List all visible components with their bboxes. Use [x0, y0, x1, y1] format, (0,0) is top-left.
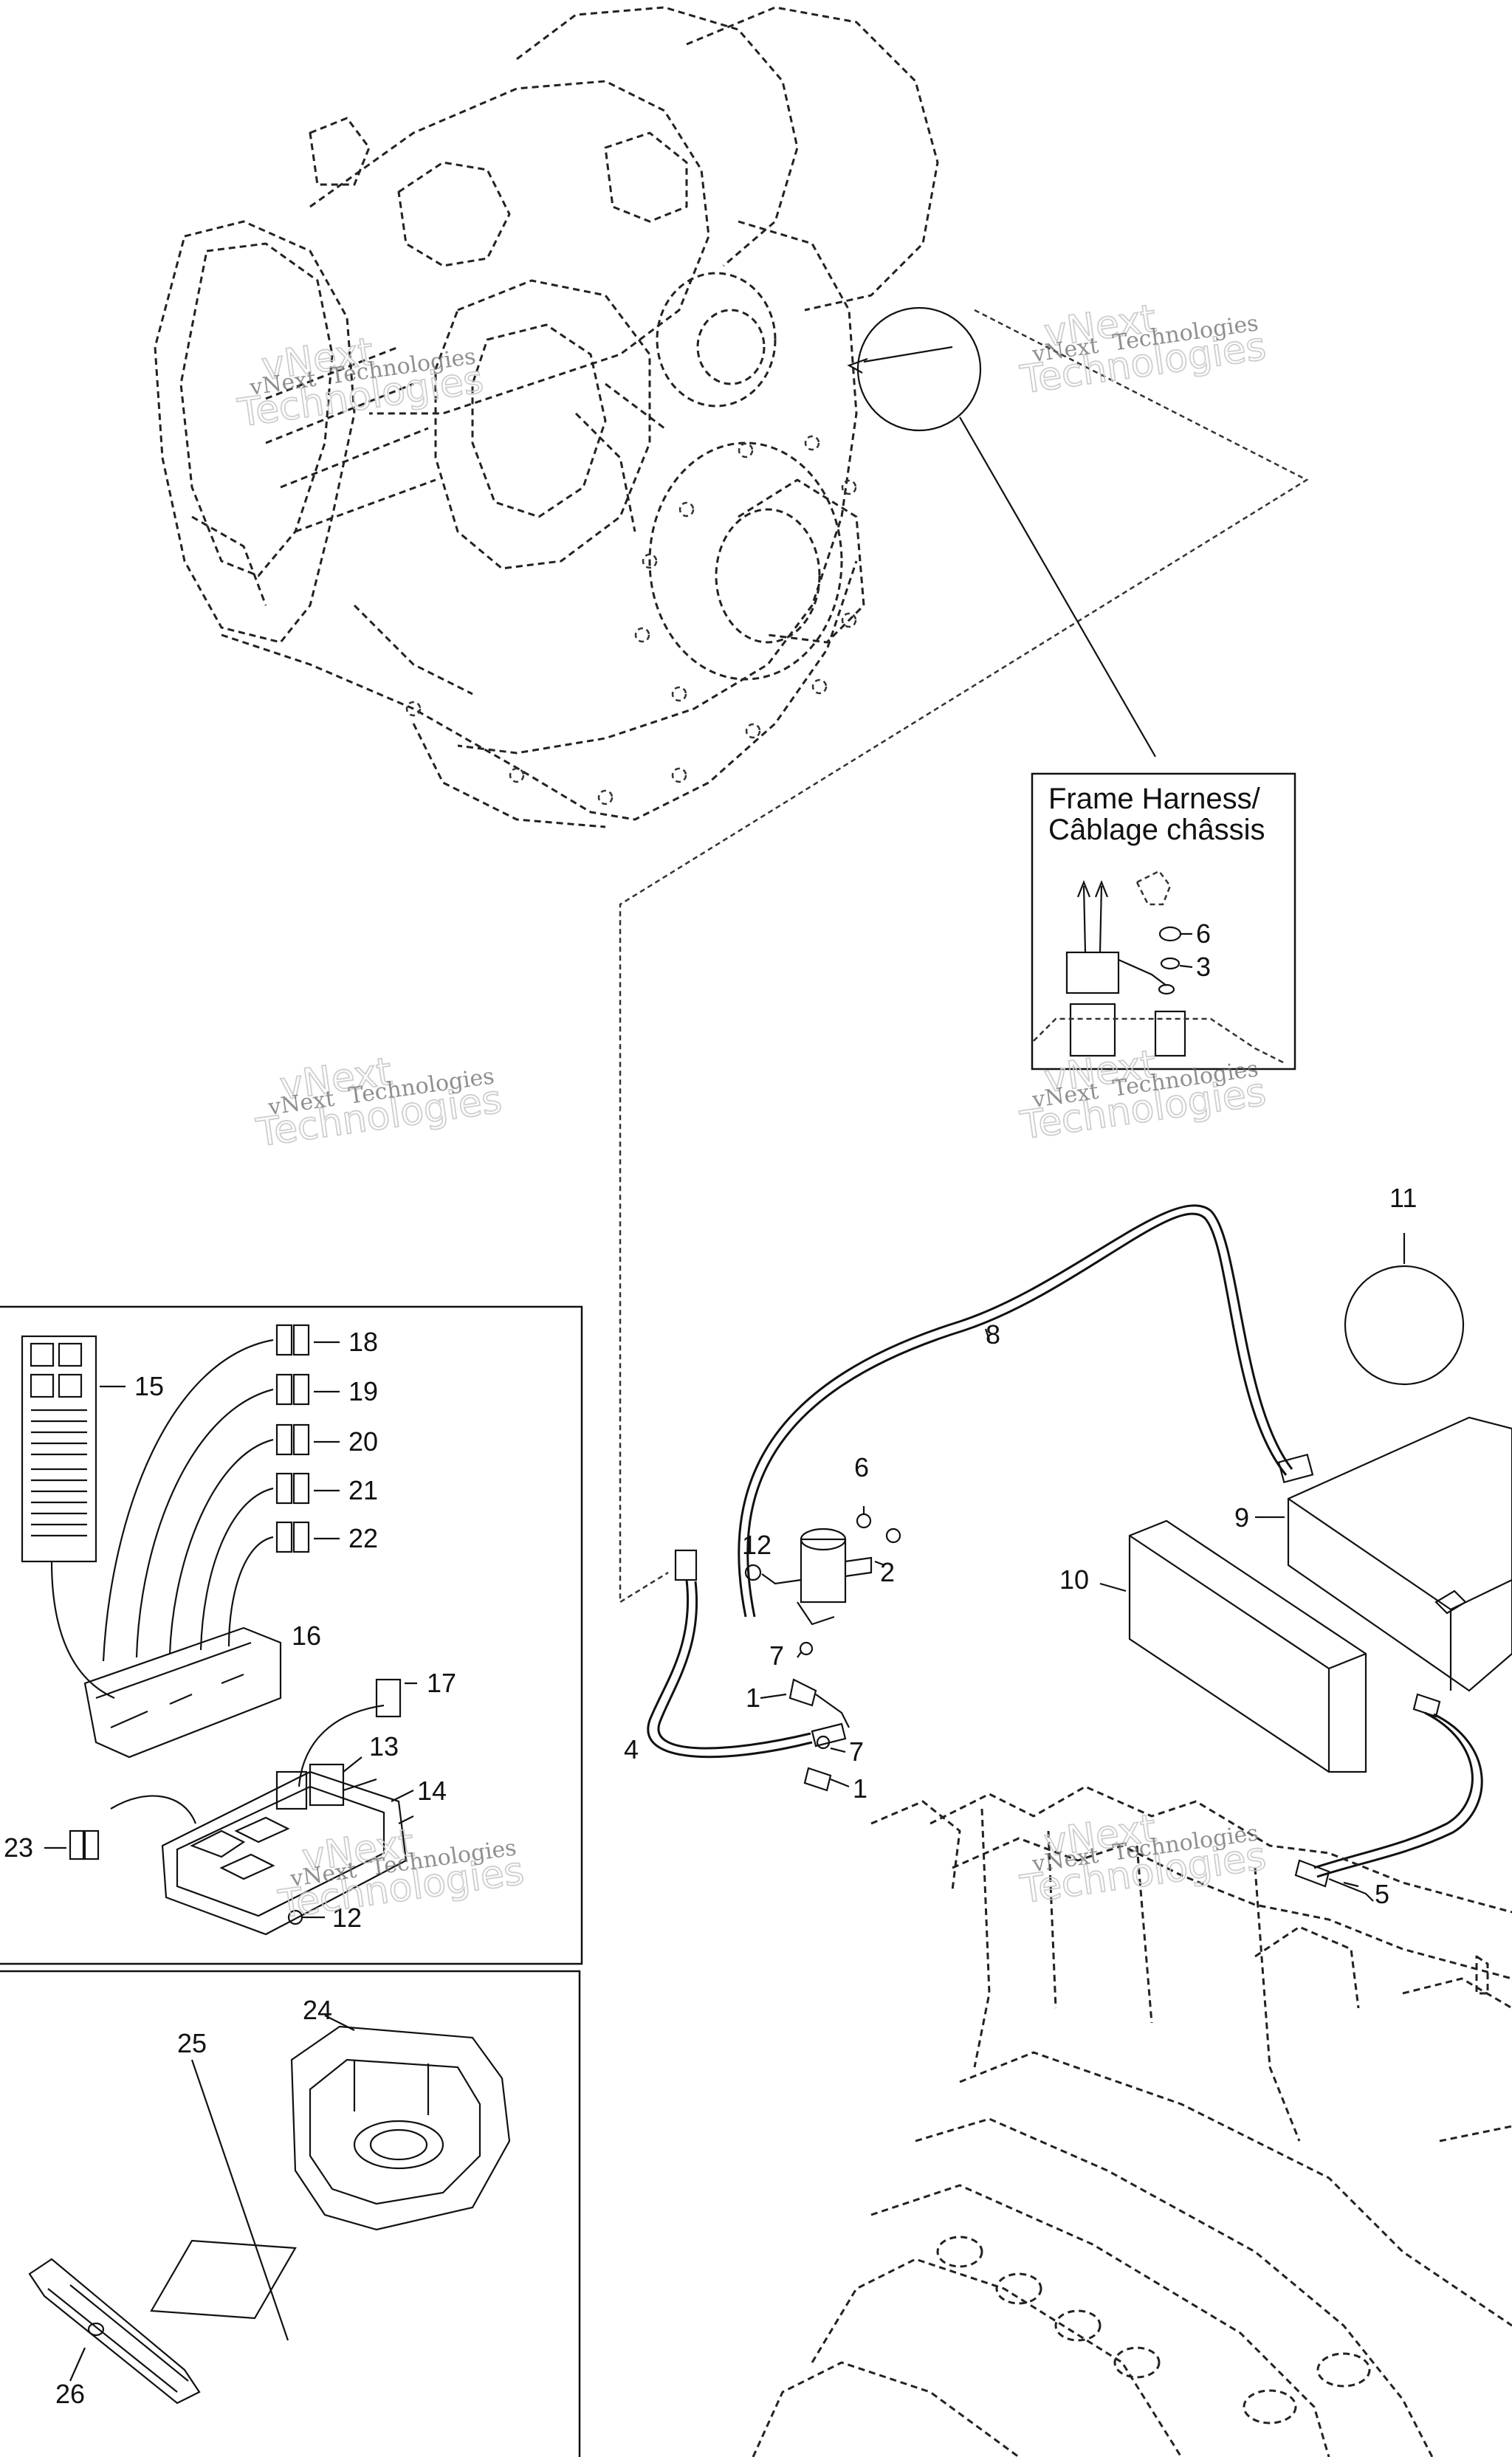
callout-21: 21: [348, 1475, 378, 1505]
callout-12-fusebox: 12: [332, 1903, 362, 1933]
callout-2: 2: [880, 1557, 895, 1587]
callout-16: 16: [292, 1621, 321, 1651]
callout-7: 7: [769, 1640, 784, 1671]
callout-9: 9: [1234, 1502, 1249, 1533]
frame-harness-title-en: Frame Harness/: [1048, 783, 1261, 815]
callout-18: 18: [348, 1327, 378, 1357]
callout-12: 12: [742, 1530, 772, 1560]
cover-panel: 24 25 26: [0, 1970, 581, 2457]
callout-15: 15: [134, 1371, 164, 1401]
callout-26: 26: [55, 2379, 85, 2409]
callout-10: 10: [1059, 1564, 1089, 1595]
fuse-stack: [275, 1324, 340, 1553]
frame-harness-title-fr: Câblage châssis: [1048, 814, 1265, 846]
callout-14: 14: [417, 1776, 447, 1806]
callout-4: 4: [624, 1734, 639, 1764]
callout-8: 8: [986, 1319, 1000, 1350]
callout-19: 19: [348, 1376, 378, 1406]
callout-7-lower: 7: [849, 1736, 864, 1767]
callout-20: 20: [348, 1426, 378, 1457]
callout-1: 1: [746, 1683, 760, 1713]
callout-23: 23: [4, 1832, 33, 1863]
callout-6: 6: [854, 1452, 869, 1482]
callout-5: 5: [1375, 1879, 1389, 1909]
watermarks: vNext Technologies vNext Technologies vN…: [234, 296, 1269, 1928]
callout-11: 11: [1389, 1183, 1417, 1213]
callout-3: 3: [1196, 952, 1211, 982]
callout-13: 13: [369, 1731, 399, 1762]
chassis-illustration: [752, 1785, 1512, 2457]
frame-harness-inset: Frame Harness/ Câblage châssis 6 3: [1031, 772, 1296, 1071]
battery-assembly: 8 4 2 6 12 7 1 7 1: [624, 1183, 1512, 1909]
detail-leader-lines: [619, 306, 1309, 1604]
fuse-box-panel: 15 18 19 20 21 22 16 17: [0, 1305, 583, 1965]
engine-illustration: [154, 6, 939, 828]
callout-22: 22: [348, 1523, 378, 1553]
callout-17: 17: [427, 1668, 456, 1698]
callout-24: 24: [303, 1995, 332, 2025]
callout-1-lower: 1: [853, 1773, 867, 1804]
callout-25: 25: [177, 2028, 207, 2058]
callout-6-inset: 6: [1196, 918, 1211, 949]
